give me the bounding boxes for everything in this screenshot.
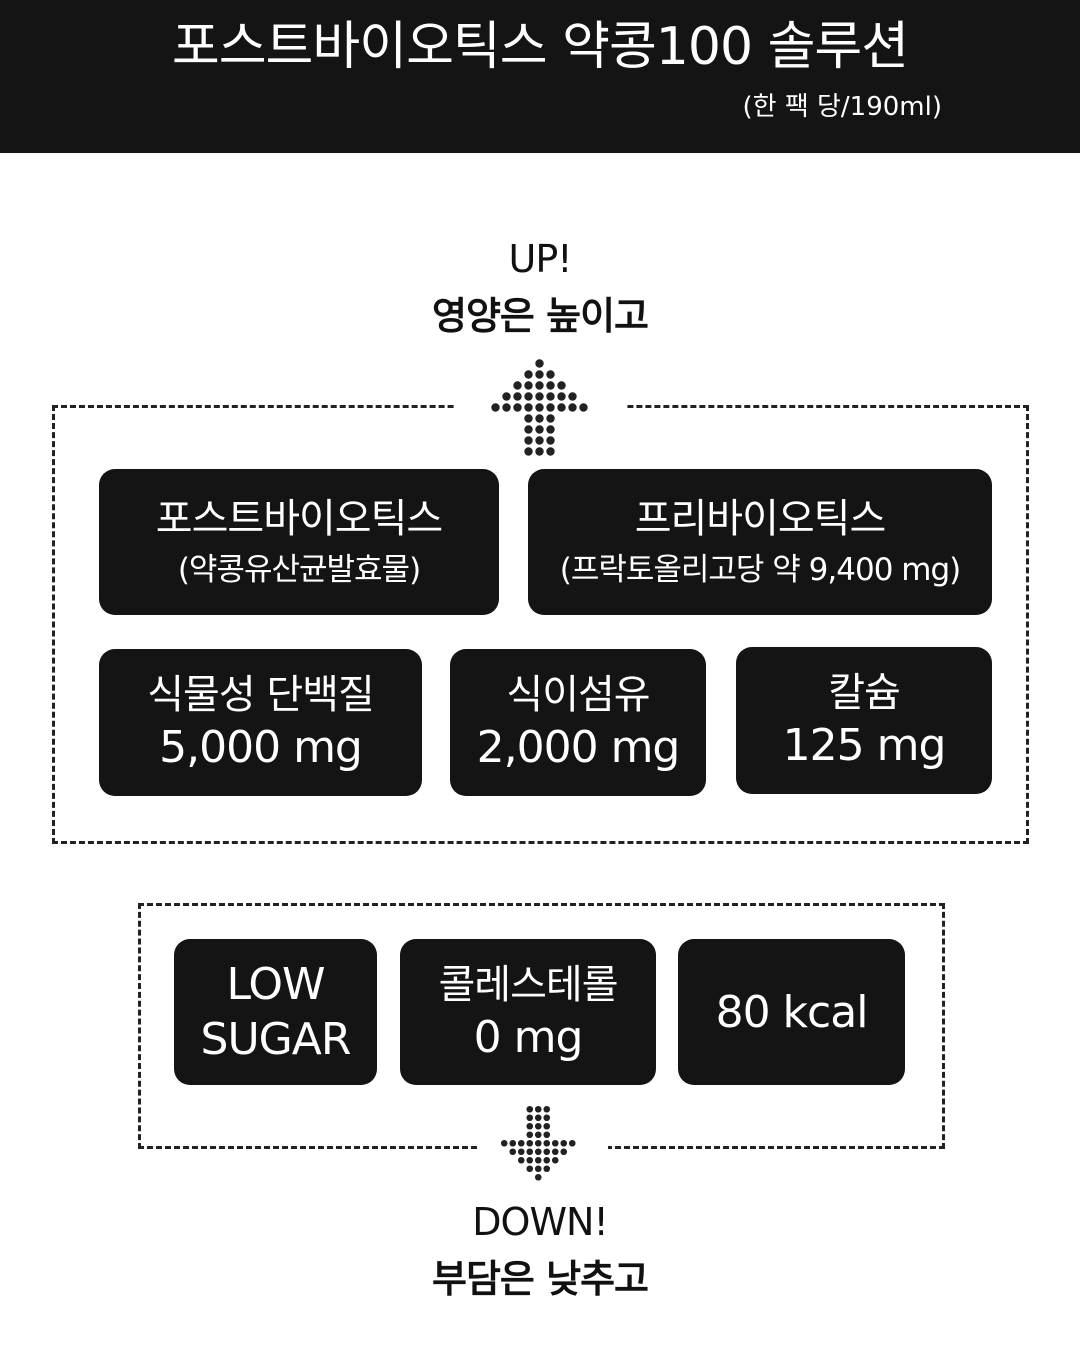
card-title: 식물성 단백질 xyxy=(147,672,375,718)
down-label: DOWN! xyxy=(472,1200,608,1244)
card-title: 식이섬유 xyxy=(506,672,650,718)
card-title: LOW xyxy=(226,959,325,1010)
card-prebiotics: 프리바이오틱스 (프락토올리고당 약 9,400 mg) xyxy=(528,469,992,615)
card-calories: 80 kcal xyxy=(678,939,905,1085)
card-value: 5,000 mg xyxy=(159,722,363,773)
card-protein: 식물성 단백질 5,000 mg xyxy=(99,649,422,796)
up-subtitle: 영양은 높이고 xyxy=(432,294,649,338)
card-value: 2,000 mg xyxy=(476,722,681,773)
up-label: UP! xyxy=(508,237,573,281)
card-low-sugar: LOW SUGAR xyxy=(174,939,377,1085)
dotted-arrow-down-icon xyxy=(500,1105,580,1185)
card-detail: (프락토올리고당 약 9,400 mg) xyxy=(559,551,962,588)
header-banner: 포스트바이오틱스 약콩100 솔루션 (한 팩 당/190ml) xyxy=(0,0,1080,153)
card-value: 0 mg xyxy=(473,1011,584,1063)
card-fiber: 식이섬유 2,000 mg xyxy=(450,649,706,796)
card-title: 포스트바이오틱스 xyxy=(155,495,443,542)
serving-size: (한 팩 당/190ml) xyxy=(742,92,942,122)
card-cholesterol: 콜레스테롤 0 mg xyxy=(400,939,656,1085)
card-value: 80 kcal xyxy=(715,986,869,1038)
card-detail: (약콩유산균발효물) xyxy=(177,551,421,588)
card-postbiotics: 포스트바이오틱스 (약콩유산균발효물) xyxy=(99,469,499,615)
card-title: 칼슘 xyxy=(828,670,901,716)
dotted-arrow-up-icon xyxy=(490,358,590,458)
card-title: 프리바이오틱스 xyxy=(634,495,887,542)
page-title: 포스트바이오틱스 약콩100 솔루션 xyxy=(171,17,909,77)
card-title-2: SUGAR xyxy=(200,1014,352,1065)
card-value: 125 mg xyxy=(782,720,947,771)
card-calcium: 칼슘 125 mg xyxy=(736,647,992,794)
card-title: 콜레스테롤 xyxy=(438,961,619,1008)
down-subtitle: 부담은 낮추고 xyxy=(432,1257,649,1301)
